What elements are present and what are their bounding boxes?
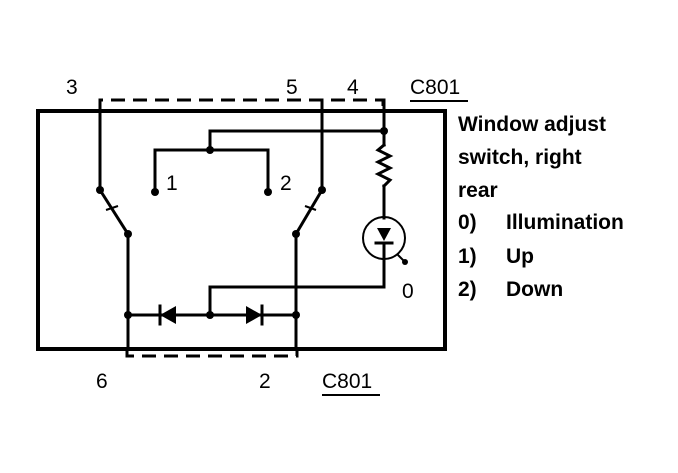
legend-key-0: 0) — [458, 211, 477, 234]
lamp-led-triangle — [377, 228, 391, 241]
pin-label-3: 3 — [66, 76, 78, 99]
description-line-2: switch, right — [458, 146, 582, 169]
diode-right — [246, 306, 262, 324]
contact-label-2: 2 — [280, 172, 292, 195]
diode-pair — [124, 304, 300, 326]
left-switch — [96, 98, 132, 351]
connector-bottom-outline — [125, 349, 299, 358]
illumination-circuit — [208, 98, 408, 317]
right-switch — [292, 98, 326, 351]
resistor-zigzag — [374, 142, 394, 189]
pin-label-2: 2 — [259, 370, 271, 393]
legend-key-2: 2) — [458, 278, 477, 301]
connector-label-bottom: C801 — [322, 370, 372, 393]
connector-label-top: C801 — [410, 76, 460, 99]
contact-label-1: 1 — [166, 172, 178, 195]
pin-label-5: 5 — [286, 76, 298, 99]
contact-bridge — [151, 129, 386, 196]
diode-left — [160, 306, 176, 324]
lamp-label-0: 0 — [402, 280, 414, 303]
pin-label-6: 6 — [96, 370, 108, 393]
switch-housing — [36, 109, 447, 351]
legend-label-1: Up — [506, 245, 534, 268]
legend-label-2: Down — [506, 278, 563, 301]
description-line-1: Window adjust — [458, 113, 606, 136]
legend-label-0: Illumination — [506, 211, 624, 234]
legend-key-1: 1) — [458, 245, 477, 268]
pin-label-4: 4 — [347, 76, 359, 99]
description-line-3: rear — [458, 179, 498, 202]
